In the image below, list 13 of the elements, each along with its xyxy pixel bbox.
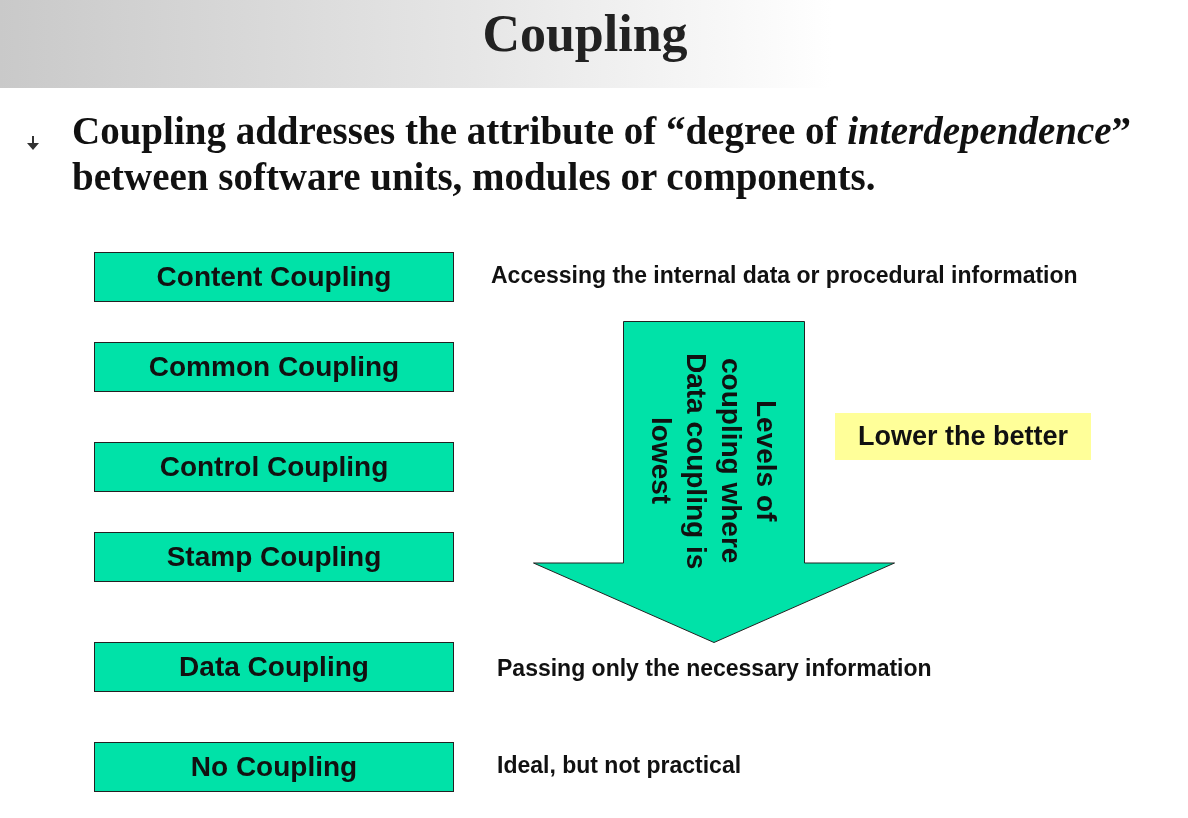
- description-text: Ideal, but not practical: [497, 752, 742, 779]
- coupling-level-box: Data Coupling: [94, 642, 454, 692]
- highlight-note: Lower the better: [835, 413, 1091, 460]
- coupling-level-box: No Coupling: [94, 742, 454, 792]
- slide-title: Coupling: [482, 4, 688, 63]
- bullet-text: Coupling addresses the attribute of “degree of interdependence” between software units, modules or components.: [72, 108, 1133, 200]
- coupling-level-box: Content Coupling: [94, 252, 454, 302]
- arrow-text: Levels of coupling where Data coupling is lowest: [645, 351, 783, 572]
- coupling-level-box: Common Coupling: [94, 342, 454, 392]
- coupling-level-box: Stamp Coupling: [94, 532, 454, 582]
- description-text: Accessing the internal data or procedural information: [491, 262, 1078, 289]
- coupling-level-box: Control Coupling: [94, 442, 454, 492]
- description-text: Passing only the necessary information: [497, 655, 932, 682]
